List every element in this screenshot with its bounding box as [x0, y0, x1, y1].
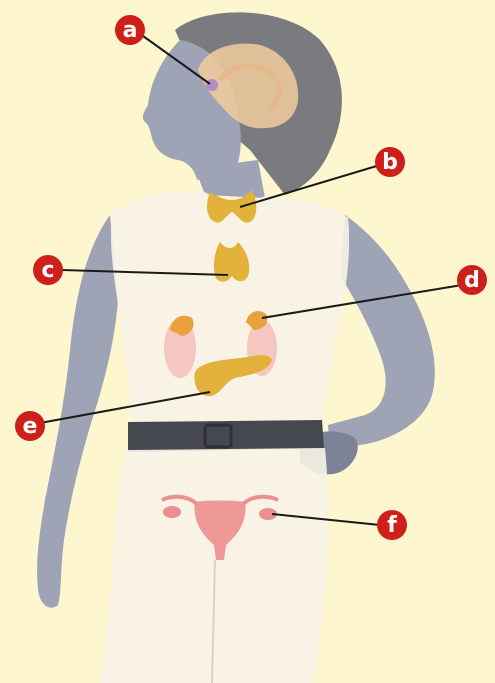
callout-marker-d: d [457, 265, 487, 295]
pituitary-gland [206, 79, 218, 91]
callout-marker-a: a [115, 15, 145, 45]
callout-marker-f: f [377, 510, 407, 540]
callout-label-e: e [23, 414, 38, 439]
callout-label-a: a [123, 18, 138, 43]
callout-marker-b: b [375, 147, 405, 177]
callout-marker-c: c [33, 255, 63, 285]
callout-label-d: d [464, 268, 480, 293]
callout-label-f: f [387, 513, 397, 538]
callout-marker-e: e [15, 411, 45, 441]
callout-label-c: c [41, 258, 54, 283]
callout-label-b: b [382, 150, 398, 175]
left-ovary [163, 506, 181, 518]
